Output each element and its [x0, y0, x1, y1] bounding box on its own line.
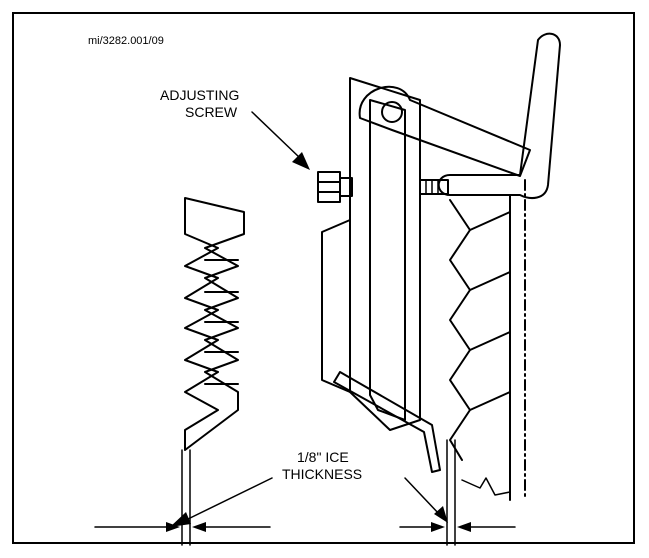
adjusting-screw-head — [317, 171, 341, 203]
break-symbol — [461, 477, 511, 496]
thickness-probe — [437, 32, 561, 199]
right-evaporator-rib — [469, 331, 511, 351]
left-dimension-arrow — [192, 522, 206, 532]
ice-thickness-label-line1: 1/8" ICE — [297, 449, 349, 465]
ice-arrowhead-right — [434, 506, 448, 523]
bracket-rear-plate — [321, 219, 351, 393]
pivot-pin — [381, 101, 403, 123]
diagram-frame — [12, 12, 635, 544]
ice-arrowhead-left — [170, 512, 191, 527]
adjusting-screw-label-line2: SCREW — [185, 104, 238, 120]
document-code: mi/3282.001/09 — [88, 35, 164, 47]
left-evaporator-section — [184, 197, 245, 451]
adjusting-screw-washer — [339, 177, 353, 197]
ice-thickness-label-line2: THICKNESS — [282, 466, 362, 482]
bracket-side-plate — [349, 77, 421, 431]
adjusting-screw-leader — [251, 111, 301, 159]
right-evaporator-profile — [449, 199, 471, 461]
right-evaporator-rib — [469, 391, 511, 411]
right-dimension-arrow — [431, 522, 445, 532]
right-evaporator-rib — [469, 271, 511, 291]
actuator-arm — [358, 85, 531, 177]
right-dimension-arrow — [457, 522, 471, 532]
adjusting-screw-arrowhead — [292, 152, 310, 170]
adjusting-screw-label-line1: ADJUSTING — [160, 87, 239, 103]
bracket-inner-plate — [369, 99, 406, 421]
ice-leader-right — [404, 477, 441, 516]
right-evaporator-rib — [469, 211, 511, 231]
left-dimension-arrow — [166, 522, 180, 532]
adjusting-screw-threads — [419, 179, 449, 195]
bracket-foot — [333, 371, 441, 473]
ice-leader-left — [185, 477, 273, 521]
